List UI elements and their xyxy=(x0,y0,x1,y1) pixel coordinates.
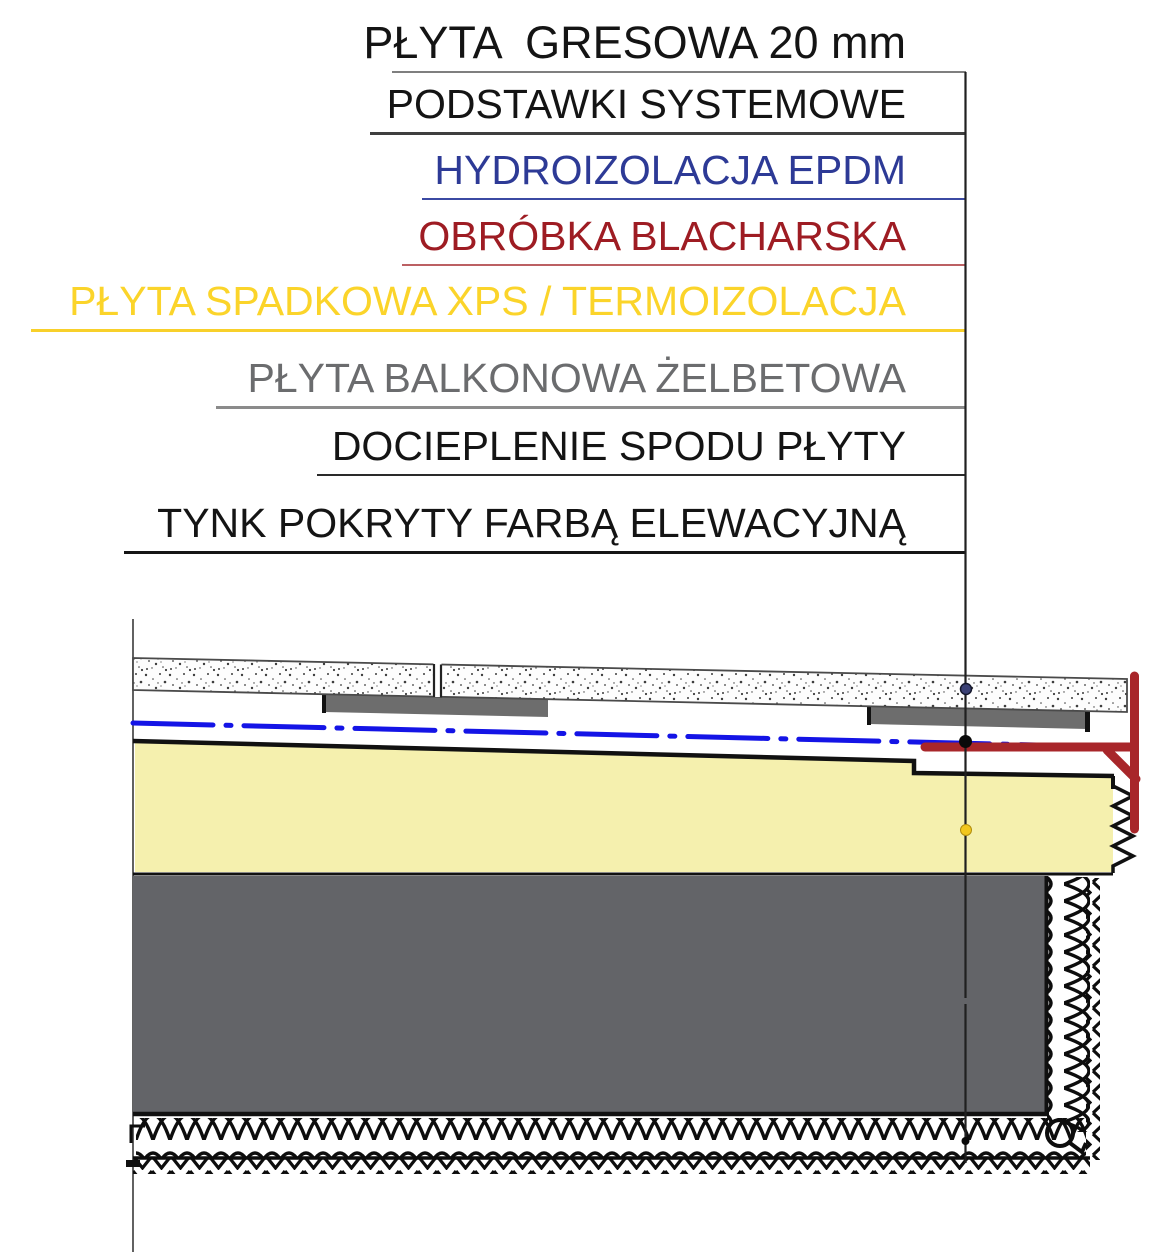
xps-slope-board xyxy=(132,738,1137,876)
legend-underline-obrobka xyxy=(402,264,966,266)
legend-label-podstawki: PODSTAWKI SYSTEMOWE xyxy=(386,81,906,127)
stoneware-tile-slab xyxy=(132,657,1128,713)
insulation-side-column xyxy=(1045,877,1100,1160)
concrete-slab xyxy=(133,876,1049,1117)
marker-dot-xps xyxy=(960,824,972,836)
marker-dot-insulation xyxy=(961,1137,970,1145)
legend-label-docieplenie: DOCIEPLENIE SPODU PŁYTY xyxy=(331,423,906,469)
legend-label-tynk: TYNK POKRYTY FARBĄ ELEWACYJNĄ xyxy=(157,500,906,546)
legend-underline-plyta-balkonowa xyxy=(216,406,966,409)
marker-dot-membrane xyxy=(959,735,972,748)
xps-edge-sawtooth xyxy=(1109,784,1137,873)
legend-underline-tynk xyxy=(124,551,966,554)
metal-flashing xyxy=(920,671,1141,834)
legend-underline-docieplenie xyxy=(317,474,966,476)
legend-label-plyta-balkonowa: PŁYTA BALKONOWA ŻELBETOWA xyxy=(247,355,906,401)
legend-label-plyta-gresowa: PŁYTA GRESOWA 20 mm xyxy=(363,17,906,68)
leader-marker-dots xyxy=(959,682,973,1145)
legend-underline-plyta-gresowa xyxy=(392,71,966,73)
epdm-membrane-line xyxy=(130,720,1081,749)
legend-label-obrobka: OBRÓBKA BLACHARSKA xyxy=(418,213,906,259)
legend-label-plyta-spadkowa: PŁYTA SPADKOWA XPS / TERMOIZOLACJA xyxy=(69,278,906,324)
legend-underline-plyta-spadkowa xyxy=(31,329,966,332)
marker-dot-tile xyxy=(959,682,973,696)
system-pedestals xyxy=(322,694,1090,732)
legend-label-hydroizolacja: HYDROIZOLACJA EPDM xyxy=(434,147,906,193)
insulation-bottom-band xyxy=(126,1118,1090,1174)
legend-underline-hydroizolacja xyxy=(422,198,966,200)
legend-underline-podstawki xyxy=(370,132,966,135)
